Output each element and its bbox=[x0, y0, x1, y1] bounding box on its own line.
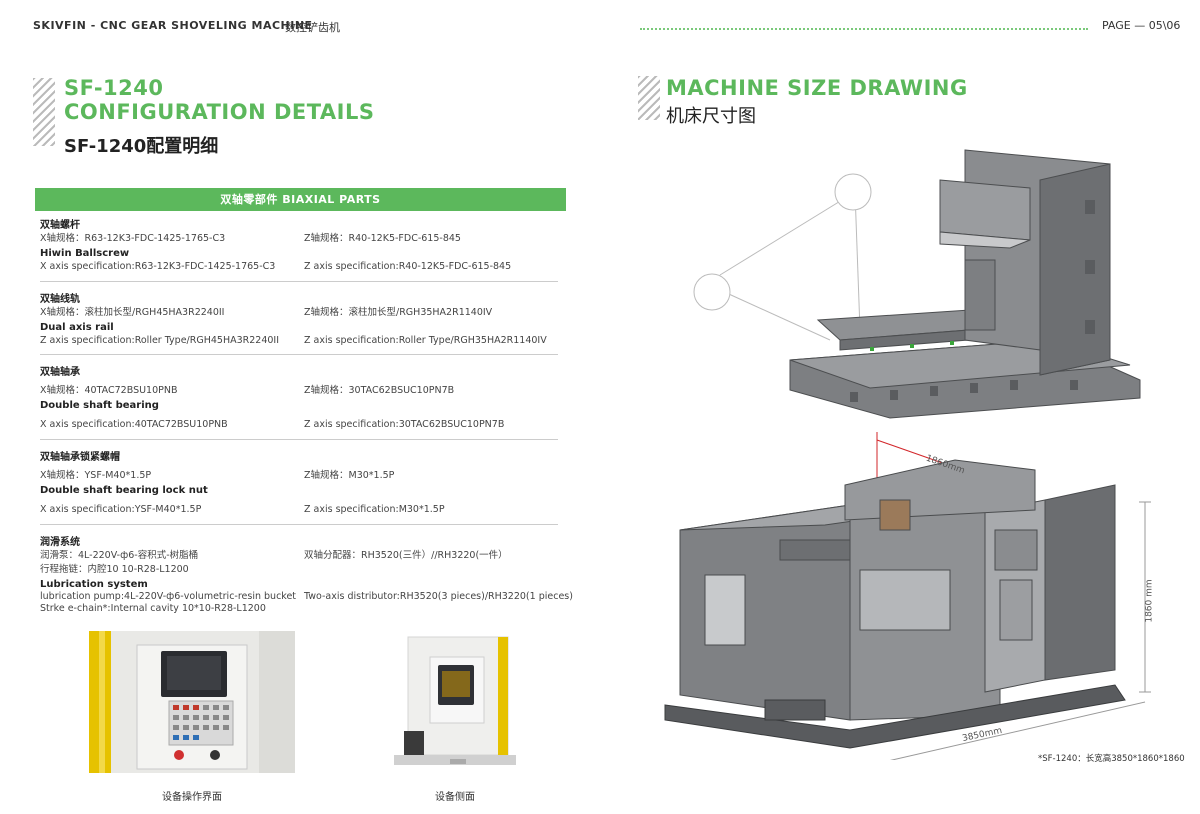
config-title: CONFIGURATION DETAILS bbox=[64, 100, 375, 124]
control-panel-photo bbox=[89, 631, 295, 773]
x-spec-cn: X轴规格：40TAC72BSU10PNB bbox=[40, 385, 178, 396]
z-spec-cn: Z轴规格：滚柱加长型/RGH35HA2R1140IV bbox=[304, 307, 493, 318]
z-spec-en: Z axis specification:M30*1.5P bbox=[304, 504, 445, 515]
z-spec-cn: Z轴规格：R40-12K5-FDC-615-845 bbox=[304, 233, 461, 244]
lube-chain-en: Strke e-chain*:Internal cavity 10*10-R28… bbox=[40, 603, 266, 614]
section-title-en: Hiwin Ballscrew bbox=[40, 248, 130, 259]
brand-header: SKIVFIN - CNC GEAR SHOVELING MACHINE bbox=[33, 19, 313, 32]
lube-distributor-en: Two-axis distributor:RH3520(3 pieces)/RH… bbox=[304, 591, 573, 602]
z-spec-en: Z axis specification:R40-12K5-FDC-615-84… bbox=[304, 261, 512, 272]
machine-side-photo bbox=[390, 631, 520, 773]
height-dimension-label: 1860 mm bbox=[1144, 579, 1155, 623]
model-title: SF-1240 bbox=[64, 76, 164, 100]
section-divider bbox=[40, 439, 558, 440]
x-spec-cn: X轴规格：滚柱加长型/RGH45HA3R2240II bbox=[40, 307, 225, 318]
z-spec-cn: Z轴规格：30TAC62BSUC10PN7B bbox=[304, 385, 455, 396]
size-note: *SF-1240：长宽高3850*1860*1860 bbox=[1038, 754, 1185, 764]
size-title-hatch-decoration bbox=[638, 76, 660, 120]
photo1-caption: 设备操作界面 bbox=[162, 792, 222, 803]
lube-distributor-cn: 双轴分配器：RH3520(三件）//RH3220(一件） bbox=[304, 550, 508, 561]
page-number: PAGE — 05\06 bbox=[1102, 19, 1181, 32]
size-drawing-title-cn: 机床尺寸图 bbox=[666, 106, 756, 127]
lube-pump-cn: 润滑泵：4L-220V-ф6-容积式-树脂桶 bbox=[40, 550, 199, 561]
section-divider bbox=[40, 354, 558, 355]
x-spec-en: X axis specification:40TAC72BSU10PNB bbox=[40, 419, 228, 430]
title-hatch-decoration bbox=[33, 78, 55, 146]
section-title-cn: 双轴轴承 bbox=[40, 367, 80, 378]
section-divider bbox=[40, 524, 558, 525]
config-title-cn: SF-1240配置明细 bbox=[64, 136, 219, 157]
section-title-en: Double shaft bearing lock nut bbox=[40, 485, 208, 496]
x-spec-cn: X轴规格：YSF-M40*1.5P bbox=[40, 470, 152, 481]
lube-title-cn: 润滑系统 bbox=[40, 537, 80, 548]
machine-frame-drawing bbox=[693, 149, 1141, 419]
section-title-cn: 双轴轴承锁紧螺帽 bbox=[40, 452, 120, 463]
photo2-caption: 设备侧面 bbox=[435, 792, 475, 803]
lube-chain-cn: 行程拖链：内腔10 10-R28-L1200 bbox=[40, 564, 189, 575]
x-spec-en: Z axis specification:Roller Type/RGH45HA… bbox=[40, 335, 280, 346]
x-spec-en: X axis specification:YSF-M40*1.5P bbox=[40, 504, 202, 515]
header-dotted-rule bbox=[640, 28, 1088, 30]
biaxial-parts-band: 双轴零部件 BIAXIAL PARTS bbox=[35, 188, 566, 211]
lube-title-en: Lubrication system bbox=[40, 579, 148, 590]
brand-header-cn: 数控铲齿机 bbox=[285, 21, 340, 34]
x-spec-en: X axis specification:R63-12K3-FDC-1425-1… bbox=[40, 261, 276, 272]
section-divider bbox=[40, 281, 558, 282]
z-spec-cn: Z轴规格：M30*1.5P bbox=[304, 470, 395, 481]
x-spec-cn: X轴规格：R63-12K3-FDC-1425-1765-C3 bbox=[40, 233, 226, 244]
section-title-cn: 双轴线轨 bbox=[40, 294, 80, 305]
lube-pump-en: lubrication pump:4L-220V-ф6-volumetric-r… bbox=[40, 591, 297, 602]
z-spec-en: Z axis specification:Roller Type/RGH35HA… bbox=[304, 335, 547, 346]
section-title-en: Dual axis rail bbox=[40, 322, 114, 333]
section-title-cn: 双轴螺杆 bbox=[40, 220, 80, 231]
size-drawing-title: MACHINE SIZE DRAWING bbox=[666, 76, 968, 100]
machine-enclosure-drawing bbox=[664, 432, 1151, 760]
z-spec-en: Z axis specification:30TAC62BSUC10PN7B bbox=[304, 419, 505, 430]
section-title-en: Double shaft bearing bbox=[40, 400, 159, 411]
